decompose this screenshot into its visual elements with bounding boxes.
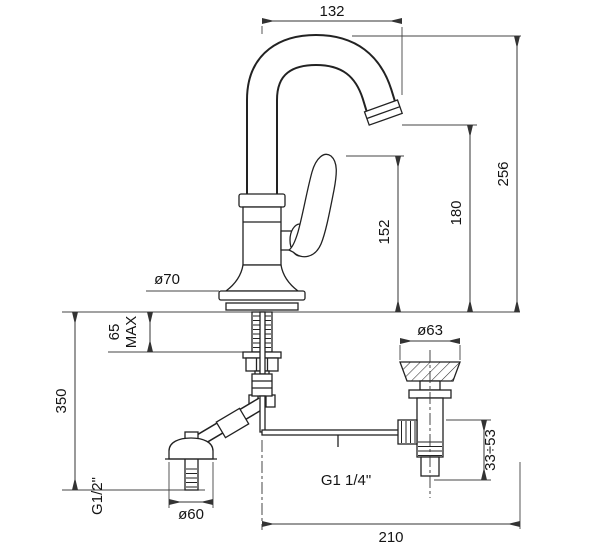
dim-lever-height-label: 152 [376, 219, 393, 244]
base-cone [224, 264, 300, 292]
supply-pipe [165, 397, 266, 491]
dimension-spout-reach: 132 [261, 3, 403, 95]
label-inlet-thread: G1/2" [89, 477, 106, 515]
rod-clamp [251, 373, 273, 397]
dimension-center-distance: 210 [262, 462, 521, 546]
dimension-plug-diameter: ø63 [399, 322, 461, 360]
lift-rod [259, 311, 266, 375]
pop-up-linkage [251, 311, 403, 447]
dimension-base-diameter: ø70 [146, 271, 219, 292]
faucet-body [218, 193, 306, 311]
faucet-spout [246, 33, 404, 206]
dim-center-distance-label: 210 [378, 529, 403, 546]
dim-below-deck-label: 350 [53, 388, 70, 413]
dim-total-height-label: 256 [495, 161, 512, 186]
dimension-drain-adjust-range: 33÷53 [434, 419, 499, 481]
drain-thread-label: G1 1/4" [321, 472, 371, 489]
dimension-outlet-height: 180 [402, 124, 477, 312]
dim-drain-adjust-label: 33÷53 [482, 429, 499, 471]
dimension-deck-thickness: 65 MAX [106, 312, 153, 352]
dim-base-diameter-label: ø70 [154, 271, 180, 288]
dim-flange-diameter-label: ø60 [178, 506, 204, 523]
dim-plug-diameter-label: ø63 [417, 322, 443, 339]
dimension-lever-height: 152 [346, 155, 404, 312]
label-drain-thread: G1 1/4" [321, 472, 371, 489]
inlet-thread-label: G1/2" [89, 477, 106, 515]
dim-deck-max-value: 65 [106, 324, 123, 341]
base-flange [218, 290, 306, 301]
dim-deck-max-suffix: MAX [123, 316, 140, 349]
wall-flange [168, 437, 214, 460]
dim-outlet-height-label: 180 [448, 200, 465, 225]
drain-plug-cap [399, 361, 461, 382]
union-nut [215, 407, 250, 439]
horizontal-rod [261, 429, 403, 436]
dimension-below-deck-depth: 350 [53, 312, 78, 490]
lever-handle [280, 153, 337, 258]
dimension-total-height: 256 [352, 35, 521, 312]
base-gasket [225, 302, 299, 311]
dim-spout-reach-label: 132 [319, 3, 344, 20]
countertop-line [62, 311, 520, 491]
drain-assembly [397, 350, 461, 498]
dimension-flange-diameter: ø60 [168, 462, 214, 523]
